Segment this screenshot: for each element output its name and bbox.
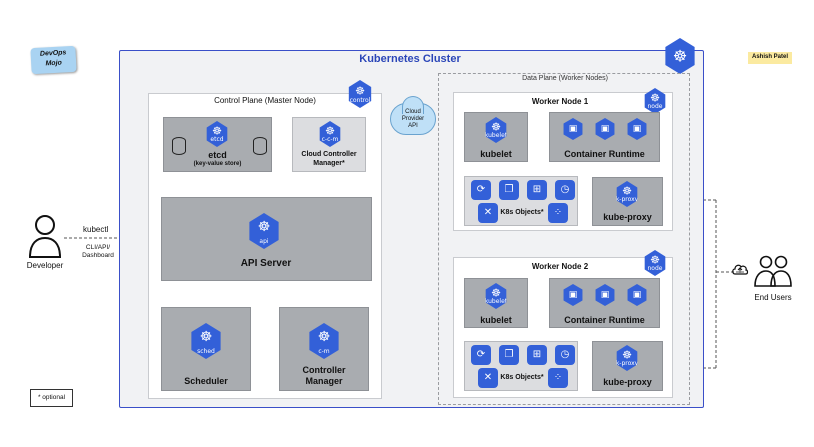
k8s-objects-1-name: K8s Objects* bbox=[500, 209, 544, 216]
container-runtime-1-name: Container Runtime bbox=[564, 149, 645, 159]
database-icon bbox=[253, 137, 267, 155]
api-server-name: API Server bbox=[240, 258, 292, 269]
container-icon: ▣ bbox=[627, 284, 647, 306]
etcd-desc: (key-value store) bbox=[193, 161, 242, 167]
control-plane-icon: ☸control bbox=[348, 80, 372, 108]
devops-mojo-logo: DevOps Mojo bbox=[30, 45, 77, 75]
author-name: Ashish Patel bbox=[751, 54, 788, 60]
kubelet-2-name: kubelet bbox=[480, 315, 512, 325]
access-line-1: CLI/API/ bbox=[85, 244, 111, 251]
ccm-name-line-2: Manager* bbox=[313, 160, 345, 167]
developer-label: Developer bbox=[26, 261, 64, 270]
worker-node-1-title: Worker Node 1 bbox=[531, 97, 589, 106]
cloud-provider-bump bbox=[402, 96, 424, 114]
container-icon: ▣ bbox=[563, 284, 583, 306]
replicaset-icon: ❐ bbox=[499, 180, 519, 200]
kube-proxy-1-name: kube-proxy bbox=[603, 212, 652, 222]
k8s-objects-2-name: K8s Objects* bbox=[500, 374, 544, 381]
ccm-name-line-1: Cloud Controller bbox=[301, 151, 357, 158]
kubelet-2-icon: ☸kubelet bbox=[485, 283, 507, 309]
scheduler-name: Scheduler bbox=[184, 376, 228, 386]
optional-legend-text: * optional bbox=[37, 394, 66, 401]
worker-node-2-icon: ☸node bbox=[644, 250, 666, 276]
etcd-icon: ☸etcd bbox=[206, 121, 228, 147]
end-users-label: End Users bbox=[754, 293, 792, 302]
data-plane-frame bbox=[438, 73, 690, 405]
logo-line-2: Mojo bbox=[45, 59, 63, 68]
kubelet-1-icon: ☸kubelet bbox=[485, 117, 507, 143]
database-icon bbox=[172, 137, 186, 155]
network-policy-icon: ✕ bbox=[478, 368, 498, 388]
controller-manager-box bbox=[279, 307, 369, 391]
container-runtime-2-name: Container Runtime bbox=[564, 315, 645, 325]
cronjob-icon: ◷ bbox=[555, 345, 575, 365]
access-line-2: Dashboard bbox=[82, 252, 114, 259]
author-badge: Ashish Patel bbox=[748, 52, 792, 64]
controller-manager-line-2: Manager bbox=[305, 376, 343, 386]
deployment-icon: ⟳ bbox=[471, 345, 491, 365]
kube-proxy-2-name: kube-proxy bbox=[603, 377, 652, 387]
cloud-line-1: Cloud bbox=[405, 109, 421, 115]
optional-legend: * optional bbox=[30, 389, 73, 407]
cloud-upload-icon bbox=[732, 264, 749, 275]
cloud-line-3: API bbox=[408, 123, 418, 129]
ccm-icon: ☸c-c-m bbox=[319, 121, 341, 147]
daemonset-icon: ⁘ bbox=[548, 203, 568, 223]
worker-node-1-icon: ☸node bbox=[644, 88, 666, 114]
container-icon: ▣ bbox=[595, 118, 615, 140]
deployment-icon: ⟳ bbox=[471, 180, 491, 200]
cloud-line-2: Provider bbox=[401, 116, 425, 122]
end-users-icon bbox=[754, 255, 792, 287]
cluster-title: Kubernetes Cluster bbox=[359, 53, 461, 65]
service-icon: ⊞ bbox=[527, 180, 547, 200]
etcd-name: etcd bbox=[208, 150, 227, 160]
cronjob-icon: ◷ bbox=[555, 180, 575, 200]
data-plane-title: Data Plane (Worker Nodes) bbox=[522, 75, 608, 82]
replicaset-icon: ❐ bbox=[499, 345, 519, 365]
daemonset-icon: ⁘ bbox=[548, 368, 568, 388]
control-plane-title: Control Plane (Master Node) bbox=[214, 96, 316, 105]
developer-icon bbox=[28, 215, 62, 258]
kubectl-label: kubectl bbox=[83, 225, 109, 234]
network-policy-icon: ✕ bbox=[478, 203, 498, 223]
container-icon: ▣ bbox=[563, 118, 583, 140]
logo-line-1: DevOps bbox=[39, 49, 67, 58]
kube-proxy-1-icon: ☸k-proxy bbox=[616, 181, 638, 207]
controller-manager-line-1: Controller bbox=[302, 365, 346, 375]
worker-node-2-title: Worker Node 2 bbox=[531, 262, 589, 271]
kube-proxy-2-icon: ☸k-proxy bbox=[616, 345, 638, 371]
service-icon: ⊞ bbox=[527, 345, 547, 365]
container-icon: ▣ bbox=[627, 118, 647, 140]
kubelet-1-name: kubelet bbox=[480, 149, 512, 159]
kubernetes-wheel-icon: ☸ bbox=[665, 38, 695, 74]
container-icon: ▣ bbox=[595, 284, 615, 306]
